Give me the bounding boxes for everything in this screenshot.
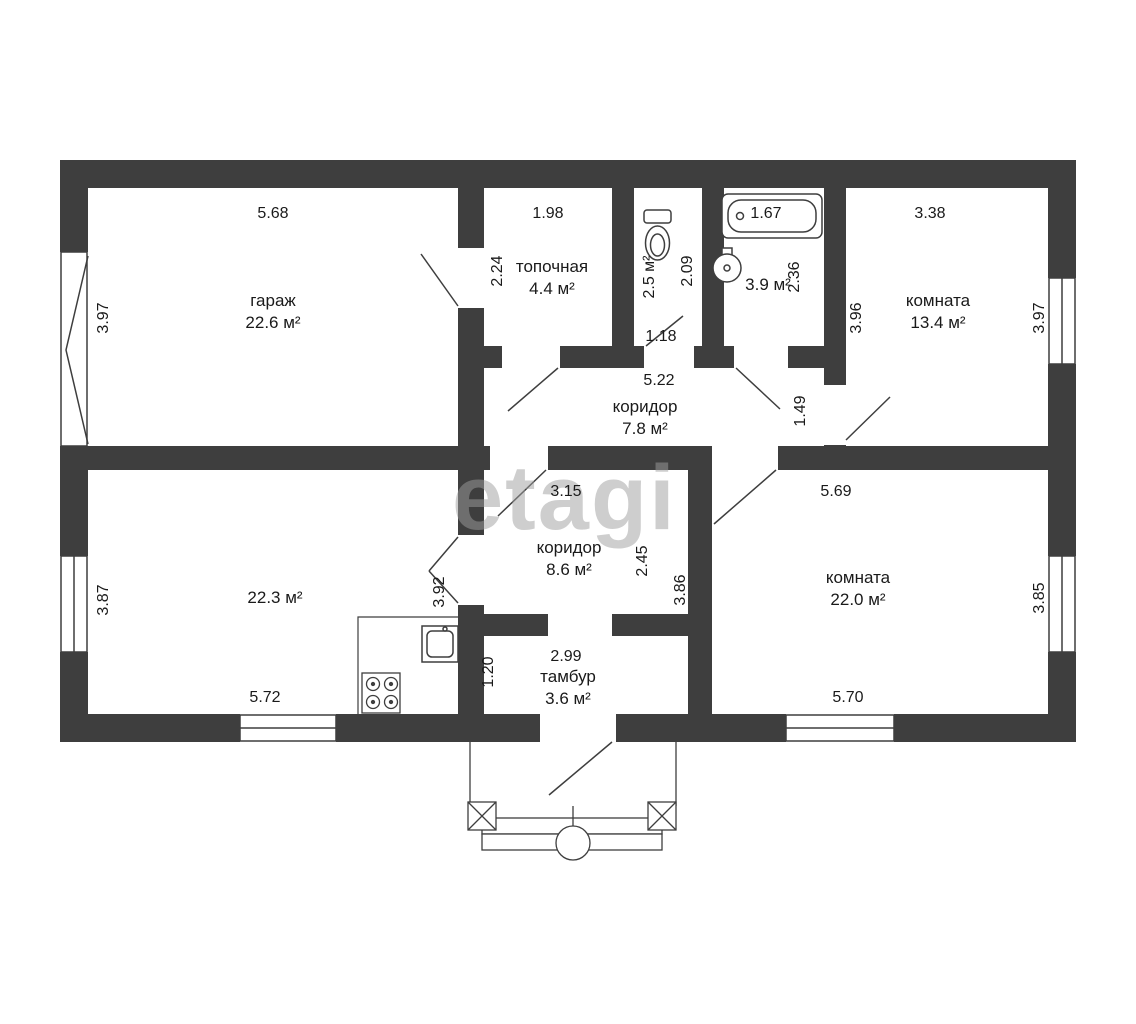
window-left-room2 — [59, 555, 89, 653]
room-name: коридор — [536, 538, 602, 557]
room-name: тамбур — [540, 667, 596, 686]
washbasin-icon — [712, 247, 742, 283]
room-area: 13.4 м² — [910, 313, 966, 332]
window-bottom-room3 — [785, 713, 895, 743]
kitchen-sink-icon — [421, 625, 459, 663]
room-area: 3.9 м² — [745, 275, 791, 294]
porch-post-right — [647, 801, 677, 831]
garage-gate — [59, 251, 89, 447]
room-area: 3.6 м² — [545, 689, 591, 708]
porch — [467, 742, 677, 861]
room-label-garage: гараж 22.6 м² — [245, 290, 300, 334]
dim-bathroom-width: 1.67 — [747, 205, 785, 223]
room-name: коридор — [612, 397, 678, 416]
entry-door-leaf — [548, 741, 613, 796]
room-name: топочная — [515, 257, 589, 276]
kitchen-counter — [357, 616, 458, 714]
dim-room3-width-bottom: 5.70 — [832, 689, 864, 707]
window-right-room3 — [1047, 555, 1077, 653]
room-area: 8.6 м² — [546, 560, 592, 579]
room-name: гараж — [250, 291, 296, 310]
room-area: 4.4 м² — [529, 279, 575, 298]
room-label-corridor2: коридор 8.6 м² — [537, 537, 602, 581]
dim-room1-height-right: 3.97 — [1031, 302, 1049, 334]
dim-garage-width: 5.68 — [257, 205, 289, 223]
door-leaves — [420, 253, 891, 796]
dim-boiler-height: 2.24 — [489, 255, 507, 287]
dim-boiler-width: 1.98 — [532, 205, 564, 223]
dim-garage-height: 3.97 — [95, 302, 113, 334]
dim-corridor2-height: 2.45 — [634, 545, 652, 577]
garage-door-leaf — [420, 253, 459, 307]
boiler-door-leaf — [507, 367, 559, 412]
room3-door-leaf — [713, 469, 777, 525]
dim-corridor1-width: 5.22 — [643, 372, 675, 390]
dim-wc-width: 1.18 — [645, 328, 677, 346]
dim-room2-height-right: 3.92 — [431, 576, 449, 608]
room1-door-leaf — [845, 396, 891, 441]
room-name: комната — [905, 291, 971, 310]
bathroom-door-leaf — [735, 367, 781, 410]
room-label-boiler: топочная 4.4 м² — [516, 256, 588, 300]
entry-opening — [540, 713, 616, 743]
room-label-vestibule: тамбур 3.6 м² — [540, 666, 596, 710]
window-bottom-room2 — [239, 713, 337, 743]
dim-vestibule-height: 1.20 — [480, 656, 498, 688]
room2-door-chevron — [428, 536, 459, 604]
window-right-room1 — [1047, 277, 1077, 365]
room-area: 22.3 м² — [247, 588, 303, 607]
room-label-room3: комната 22.0 м² — [826, 567, 890, 611]
dim-room1-width: 3.38 — [914, 205, 946, 223]
room-label-room1: комната 13.4 м² — [906, 290, 970, 334]
stove-icon — [361, 672, 401, 714]
room-area-wc: 2.5 м² — [641, 255, 659, 299]
dim-room2-width: 5.72 — [249, 689, 281, 707]
dim-room2-height: 3.87 — [95, 584, 113, 616]
dim-wc-height: 2.09 — [679, 255, 697, 287]
dim-vestibule-width: 2.99 — [550, 648, 582, 666]
room-area: 22.0 м² — [830, 590, 886, 609]
room-label-bathroom: 3.9 м² — [745, 274, 791, 296]
room-name: комната — [825, 568, 891, 587]
dim-room3-height-right: 3.85 — [1031, 582, 1049, 614]
dim-room3-width-top: 5.69 — [820, 483, 852, 501]
room-area: 22.6 м² — [245, 313, 301, 332]
room-label-room2: 22.3 м² — [247, 587, 302, 609]
corridor-door-leaf — [497, 469, 547, 517]
room-label-corridor1: коридор 7.8 м² — [613, 396, 678, 440]
dim-room1-height-left: 3.96 — [848, 302, 866, 334]
dim-room3-height-left: 3.86 — [672, 574, 690, 606]
dim-corridor1-height: 1.49 — [792, 395, 810, 427]
wc-door-leaf — [645, 315, 684, 347]
room-area: 7.8 м² — [622, 419, 668, 438]
porch-post-left — [467, 801, 497, 831]
dim-corridor2-width: 3.15 — [550, 483, 582, 501]
toilet-icon — [643, 209, 672, 261]
